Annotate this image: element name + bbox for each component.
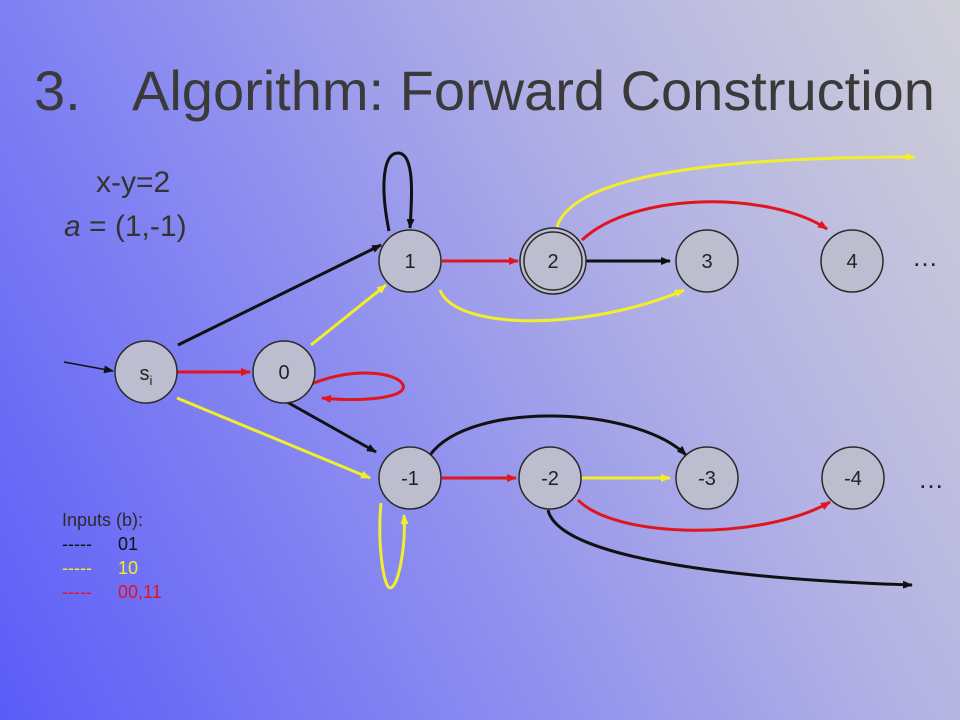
nodes-layer: si 0 1 2 3 4 -1 -2 (114, 227, 885, 510)
vector-value: = (1,-1) (89, 210, 187, 243)
vector-text: a = (1,-1) (64, 210, 187, 244)
ellipsis-bottom: … (918, 464, 944, 494)
legend-dash: ----- (62, 534, 92, 554)
node-3-label: 3 (701, 251, 712, 273)
legend-title: Inputs (b): (62, 510, 144, 530)
node-0: 0 (252, 340, 316, 404)
node-3: 3 (675, 229, 739, 293)
equation-text: x-y=2 (96, 166, 171, 199)
edge-n2-offscreen-top (555, 153, 916, 228)
slide-number: 3. (34, 59, 81, 122)
node-2-accepting: 2 (519, 227, 587, 295)
ellipsis-top: … (912, 242, 938, 272)
edges-layer (63, 151, 916, 590)
node-minus-1: -1 (378, 446, 442, 510)
loop-n0 (306, 371, 405, 403)
edge-si-nm1 (176, 396, 371, 480)
edge-nm2-offscreen-bottom (546, 509, 913, 589)
edge-nm2-nm4 (576, 498, 831, 532)
start-arrow (63, 361, 114, 374)
node-4: 4 (820, 229, 884, 293)
node-1-label: 1 (404, 251, 415, 273)
node-0-label: 0 (278, 362, 289, 384)
node-1: 1 (378, 229, 442, 293)
node-2-label: 2 (547, 251, 558, 273)
legend-dash: ----- (62, 582, 92, 602)
legend-item-01: ----- 01 (62, 532, 162, 556)
vector-symbol: a (64, 210, 81, 243)
node-minus-2: -2 (518, 446, 582, 510)
legend-item-00-11: ----- 00,11 (62, 580, 162, 604)
inputs-legend: Inputs (b): ----- 01 ----- 10 ----- 00,11 (62, 508, 162, 604)
legend-label: 00,11 (118, 582, 162, 602)
legend-dash: ----- (62, 558, 92, 578)
edge-n1-n3 (438, 288, 685, 323)
legend-label: 01 (118, 534, 139, 554)
loop-nm1 (378, 502, 409, 590)
edge-n0-nm1 (286, 400, 377, 454)
loop-n1 (382, 151, 415, 232)
node-si: si (114, 340, 178, 404)
legend-item-10: ----- 10 (62, 556, 162, 580)
edge-n0-n1 (310, 283, 387, 347)
edge-nm1-nm3 (428, 414, 688, 457)
node-minus-2-label: -2 (541, 468, 559, 490)
node-minus-3-label: -3 (698, 468, 716, 490)
node-minus-3: -3 (675, 446, 739, 510)
node-minus-1-label: -1 (401, 468, 419, 490)
slide-title-text: Algorithm: Forward Construction (132, 59, 935, 122)
node-si-label: si (140, 363, 153, 388)
slide-title: 3. Algorithm: Forward Construction (34, 58, 935, 123)
edge-si-n1 (177, 243, 382, 347)
node-4-label: 4 (846, 251, 857, 273)
edge-n2-n4 (580, 200, 828, 242)
node-minus-4: -4 (821, 446, 885, 510)
legend-label: 10 (118, 558, 139, 578)
node-minus-4-label: -4 (844, 468, 862, 490)
